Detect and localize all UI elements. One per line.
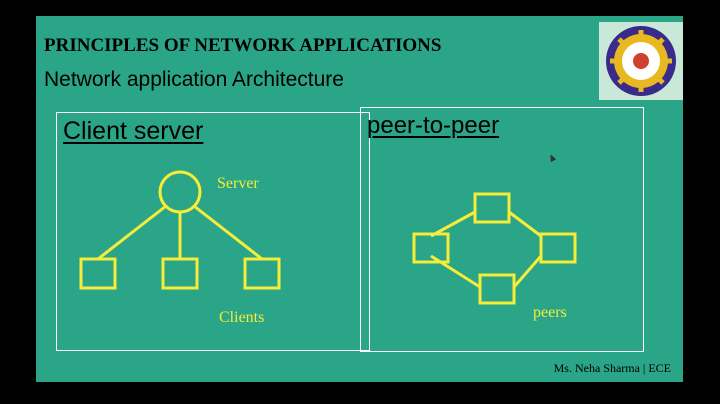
university-logo <box>599 22 683 100</box>
link-top-left <box>430 210 476 238</box>
link-top-right <box>508 210 542 238</box>
link-right-bottom <box>512 255 543 288</box>
peer-to-peer-title: peer-to-peer <box>367 112 500 139</box>
client-node-1 <box>79 257 117 290</box>
peer-node-top <box>473 192 511 224</box>
slide: PRINCIPLES OF NETWORK APPLICATIONS Netwo… <box>36 16 683 382</box>
client-node-3 <box>243 257 281 290</box>
logo-core <box>633 53 649 69</box>
peer-to-peer-diagram <box>412 192 577 305</box>
footer-credit: Ms. Neha Sharma | ECE <box>553 361 671 375</box>
slide-title: PRINCIPLES OF NETWORK APPLICATIONS <box>44 35 442 56</box>
link-server-client-3 <box>193 204 263 261</box>
client-server-title: Client server <box>63 117 204 145</box>
peer-node-right <box>539 232 577 264</box>
client-server-panel: Client server Server Clients <box>56 112 370 351</box>
link-server-client-1 <box>97 204 167 261</box>
peer-to-peer-panel: peer-to-peer peers <box>360 107 644 352</box>
client-server-diagram <box>79 170 281 290</box>
peer-node-left <box>412 232 450 264</box>
peers-label: peers <box>533 304 567 321</box>
client-node-2 <box>161 257 199 290</box>
server-label: Server <box>217 175 259 192</box>
peer-node-bottom <box>478 273 516 305</box>
clients-label: Clients <box>219 309 265 326</box>
slide-subtitle: Network application Architecture <box>44 68 344 91</box>
